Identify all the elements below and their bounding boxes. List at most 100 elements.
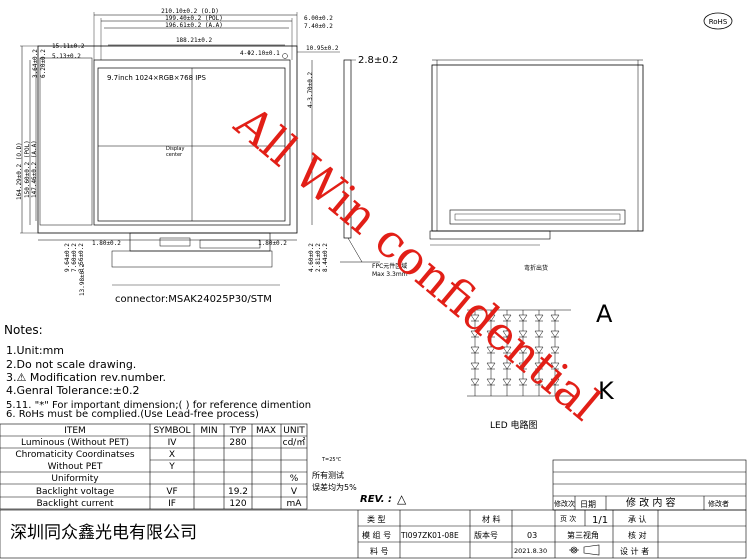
side-thickness: 2.8±0.2 <box>358 55 398 66</box>
spec-cell-1-1: X <box>169 450 175 460</box>
test-note-1: 所有测试 <box>312 470 344 480</box>
check-label: 核 对 <box>628 530 647 540</box>
spec-cell-4-1: VF <box>166 487 177 497</box>
page-value: 1/1 <box>592 515 608 526</box>
model-value: TI097ZK01-08E <box>400 531 459 540</box>
design-label: 设 计 者 <box>620 546 649 556</box>
led-diode-icon <box>550 378 560 386</box>
projection-label: 第三视角 <box>567 530 599 540</box>
dim-height-aa: 147.46±0.2 (A.A) <box>31 140 38 198</box>
rev-col-author: 修改者 <box>708 499 729 508</box>
dim-aa-width: 196.61±0.2 (A.A) <box>165 22 223 29</box>
led-diode-icon <box>534 362 544 370</box>
rev-symbol: △ <box>397 492 407 506</box>
led-diode-icon <box>550 346 560 354</box>
dim-right-2: 7.40±0.2 <box>304 23 333 30</box>
display-center-label-2: center <box>166 152 183 158</box>
led-diode-icon <box>550 314 560 322</box>
led-diode-icon <box>534 346 544 354</box>
dim-left-small-2: 5.13±0.2 <box>52 53 81 60</box>
led-diode-icon <box>486 378 496 386</box>
dim-left-small-1: 15.11±0.2 <box>52 43 85 50</box>
spec-cell-0-0: Luminous (Without PET) <box>21 438 129 448</box>
led-diode-icon <box>518 378 528 386</box>
led-diode-icon <box>470 330 480 338</box>
rev-col-count: 修改次 <box>554 499 575 508</box>
material-label: 材 料 <box>482 514 501 524</box>
rev-col-date: 日期 <box>580 500 596 509</box>
revision-table <box>552 459 747 511</box>
third-angle-projection-icon <box>569 544 600 556</box>
model-label: 模 组 号 <box>362 530 391 540</box>
dim-br-1: 4.60±0.2 <box>308 243 315 272</box>
led-diode-icon <box>518 330 528 338</box>
notes-title: Notes: <box>4 323 43 337</box>
side-component-height: Max 3.3mm <box>372 271 408 278</box>
company-name: 深圳同众鑫光电有限公司 <box>10 523 197 543</box>
note-1: 1.Unit:mm <box>6 344 64 357</box>
spec-cell-2-1: Y <box>168 462 175 472</box>
rohs-mark: RoHS <box>703 12 733 30</box>
approve-label: 承 认 <box>628 514 647 524</box>
led-diode-icon <box>470 346 480 354</box>
version-value: 03 <box>527 531 537 540</box>
confidential-watermark: All Win confidential <box>224 94 610 430</box>
spec-cell-4-5: V <box>291 487 298 497</box>
type-label: 类 型 <box>367 514 386 524</box>
dim-bottom-left: 1.80±0.2 <box>92 240 121 247</box>
led-diode-icon <box>534 378 544 386</box>
spec-header-2: MIN <box>200 426 217 436</box>
dim-height-pol: 150.60±0.2 (POL) <box>24 140 31 198</box>
dim-left-vert-2: 6.20±0.2 <box>40 49 47 78</box>
spec-cell-5-1: IF <box>168 499 176 509</box>
led-anode: A <box>596 300 613 328</box>
side-component-note: FPC元件区域 <box>372 262 407 270</box>
dim-holes: 4-Φ2.10±0.1 <box>240 50 280 57</box>
spec-cell-0-1: IV <box>168 438 178 448</box>
spec-cell-5-3: 120 <box>229 499 246 509</box>
spec-header-3: TYP <box>229 426 247 436</box>
led-diode-icon <box>486 362 496 370</box>
spec-header-0: ITEM <box>64 426 86 436</box>
led-diode-icon <box>518 362 528 370</box>
note-2: 2.Do not scale drawing. <box>6 358 136 371</box>
connector-label: connector:MSAK24025P30/STM <box>115 294 272 305</box>
spec-header-4: MAX <box>256 426 276 436</box>
spec-cell-4-3: 19.2 <box>228 487 248 497</box>
rev-col-content: 修 改 内 容 <box>626 496 676 509</box>
led-diode-icon <box>502 346 512 354</box>
dim-height-od: 164.29±0.2 (O.D) <box>16 142 23 200</box>
back-bending-label: 弯折出货 <box>524 264 548 272</box>
led-cathode: K <box>598 377 615 405</box>
led-circuit <box>467 309 571 397</box>
led-diode-icon <box>502 330 512 338</box>
led-diode-icon <box>534 314 544 322</box>
note-4: 4.Genral Tolerance:±0.2 <box>6 384 139 397</box>
led-diode-icon <box>534 330 544 338</box>
led-diode-icon <box>486 330 496 338</box>
version-label: 版本号 <box>474 530 498 540</box>
dim-od-width: 210.10±0.2 (O.D) <box>161 8 219 15</box>
led-diode-icon <box>502 378 512 386</box>
dim-bottom-right: 1.80±0.2 <box>258 240 287 247</box>
dim-bl-1: 9.64±0.2 <box>64 243 71 272</box>
panel-label: 9.7inch 1024×RGB×768 IPS <box>107 74 207 82</box>
led-diode-icon <box>502 314 512 322</box>
page-label: 页 次 <box>560 514 576 523</box>
spec-cell-1-0: Chromaticity Coordinatses <box>15 450 134 460</box>
led-diode-icon <box>486 314 496 322</box>
dim-br-3: 8.44±0.2 <box>322 243 329 272</box>
spec-cell-5-5: mA <box>287 499 303 509</box>
dim-fpc: 13.98±0.2 <box>79 263 86 296</box>
part-label: 料 号 <box>370 546 389 556</box>
spec-header-5: UNIT <box>283 426 305 436</box>
spec-table <box>0 423 308 510</box>
led-diode-icon <box>550 362 560 370</box>
led-diode-icon <box>486 346 496 354</box>
side-view <box>340 59 380 263</box>
led-diode-icon <box>502 362 512 370</box>
spec-cell-0-3: 280 <box>229 438 246 448</box>
dim-right-1: 6.00±0.2 <box>304 15 333 22</box>
